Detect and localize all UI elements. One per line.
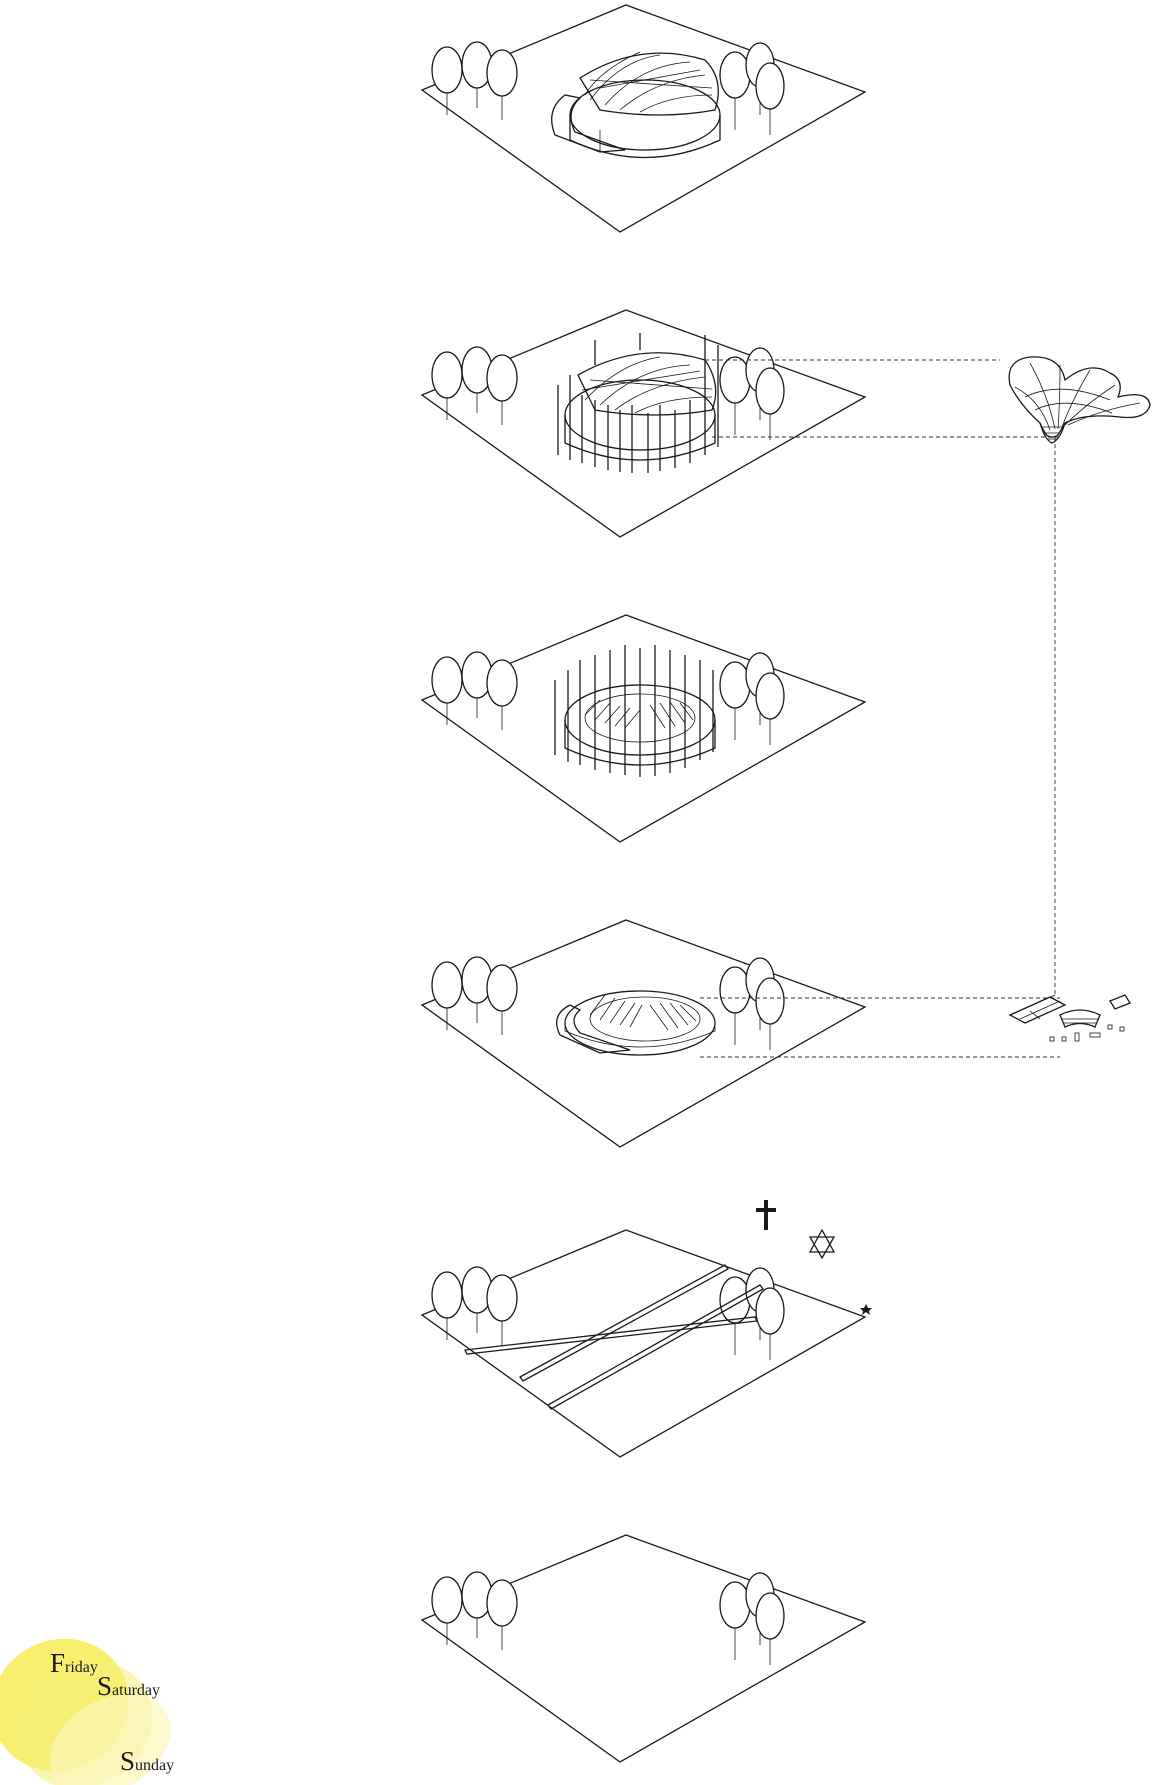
religious-symbols [756, 1200, 872, 1320]
base-platform [556, 990, 716, 1056]
legend-sunday: Sunday [120, 1746, 174, 1776]
legend-saturday: Saturday [97, 1671, 160, 1701]
cross-icon [756, 1200, 776, 1230]
seating-base-layer [421, 919, 1131, 1148]
column-array [554, 645, 714, 777]
exploded-seating [1008, 994, 1131, 1042]
exploded-roof [1008, 356, 1151, 444]
star-of-david-icon [808, 1228, 836, 1260]
enclosure-layer [421, 4, 866, 233]
empty-site-layer [421, 1534, 866, 1763]
sunday-halo [49, 1694, 171, 1785]
projection-lines [705, 359, 1060, 995]
legend-friday: Friday [50, 1648, 98, 1678]
column-array [557, 333, 719, 473]
roof-shell [564, 352, 717, 461]
pavilion-enclosure [551, 51, 721, 159]
columns-seating-layer [421, 614, 866, 843]
crossing-paths [464, 1264, 764, 1410]
days-legend: Friday Saturday Sunday [0, 1638, 174, 1785]
roof-structure-layer [421, 309, 1151, 995]
crescent-star-icon [844, 1292, 872, 1320]
paths-layer [421, 1229, 866, 1458]
projection-lines [700, 997, 1060, 1058]
